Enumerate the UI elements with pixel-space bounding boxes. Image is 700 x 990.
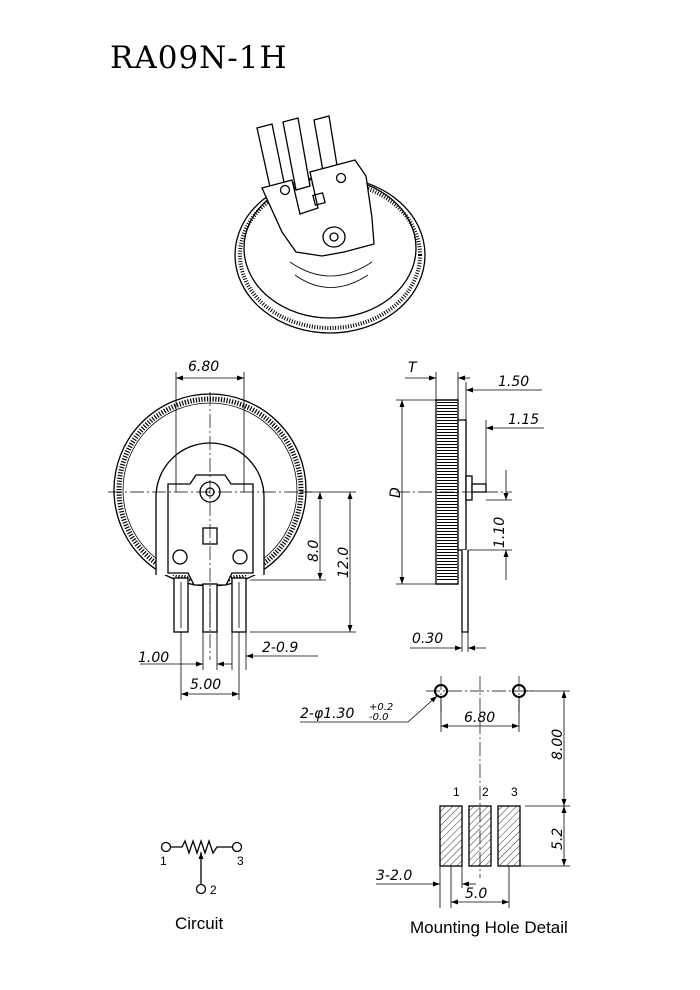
dim-6-80-front: 6.80 — [188, 359, 219, 375]
dim-12-0: 12.0 — [336, 547, 352, 578]
dim-0-30: 0.30 — [412, 631, 443, 647]
shaft-profile — [465, 475, 473, 501]
bracket — [167, 474, 254, 586]
pad-1 — [439, 805, 463, 867]
dim-1-00: 1.00 — [138, 650, 169, 666]
circuit-diagram: 1 3 2 Circuit — [160, 838, 244, 933]
terminal-1-node — [160, 841, 172, 853]
plate-profile — [461, 550, 469, 633]
dim-8-00: 8.00 — [550, 729, 566, 760]
dim-8-0: 8.0 — [306, 540, 322, 562]
dim-2-0-9: 2-0.9 — [262, 640, 298, 656]
hole-diameter-label: 2-φ1.30 — [300, 706, 354, 722]
terminal-2-node — [195, 883, 207, 895]
dim-6-80-mount: 6.80 — [464, 710, 495, 726]
pad-label-2: 2 — [482, 785, 489, 799]
circuit-caption: Circuit — [175, 914, 223, 933]
dim-5-0: 5.0 — [465, 886, 487, 902]
circuit-terminal-3: 3 — [237, 854, 244, 868]
wheel-knurl — [116, 396, 304, 584]
dim-5-2: 5.2 — [550, 828, 566, 850]
dim-d: D — [388, 487, 404, 498]
resistor-icon — [170, 838, 233, 856]
dim-1-10: 1.10 — [492, 517, 508, 548]
circuit-terminal-2: 2 — [210, 883, 217, 897]
part-number-title: RA09N-1H — [110, 40, 288, 76]
hole-tol-minus: -0.0 — [369, 712, 389, 723]
terminal-3-node — [231, 841, 243, 853]
pad-2 — [468, 805, 492, 867]
thumbwheel-knurl — [238, 180, 422, 330]
pad-label-1: 1 — [453, 785, 460, 799]
mounting-caption: Mounting Hole Detail — [410, 918, 568, 937]
pad-label-3: 3 — [511, 785, 518, 799]
hole-tol-plus: +0.2 — [369, 702, 393, 713]
dim-1-15: 1.15 — [508, 412, 539, 428]
housing-profile — [457, 419, 467, 551]
mounting-hole-detail: 2-φ1.30 +0.2 -0.0 6.80 8.00 1 2 3 5.2 3-… — [300, 676, 570, 937]
circuit-terminal-1: 1 — [160, 854, 167, 868]
dim-5-00: 5.00 — [190, 677, 221, 693]
iso-bracket — [261, 159, 375, 257]
side-view: T 1.50 1.15 D 1.10 0.30 — [388, 360, 544, 652]
isometric-view — [234, 115, 426, 334]
front-view: 6.80 8.0 12.0 1.00 2-0.9 5.00 — [108, 359, 356, 700]
dim-3-2-0: 3-2.0 — [376, 868, 412, 884]
pad-3 — [497, 805, 521, 867]
iso-terminal-2 — [282, 117, 311, 191]
dim-1-50: 1.50 — [498, 374, 529, 390]
dim-t: T — [408, 360, 418, 376]
